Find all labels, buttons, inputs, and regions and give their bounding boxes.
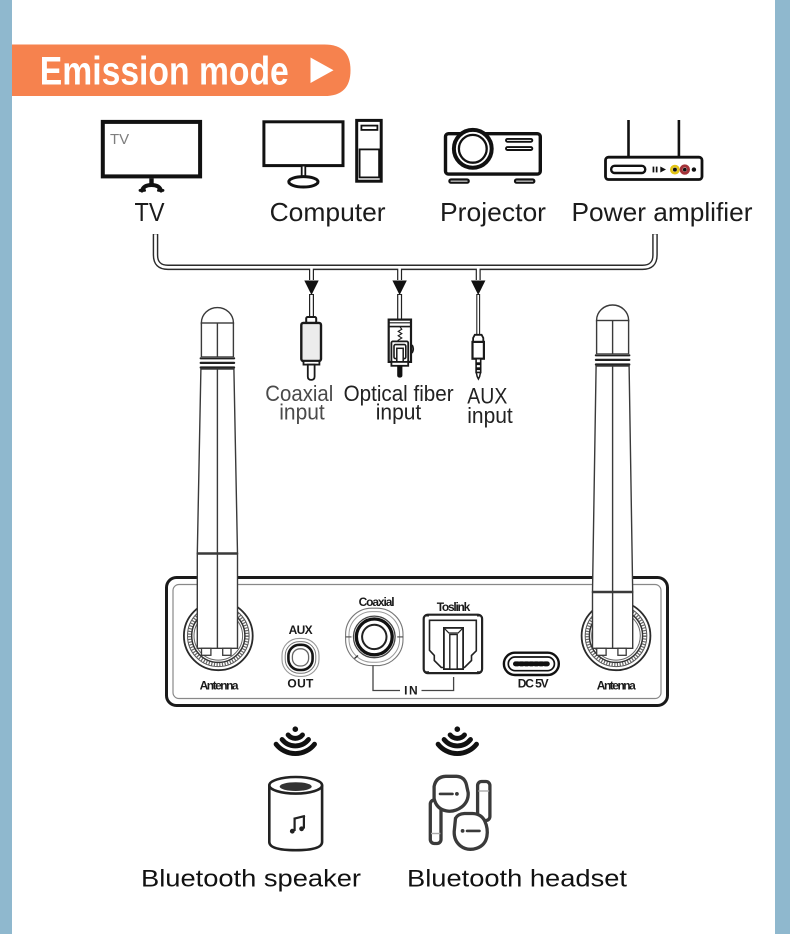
svg-text:Coaxial: Coaxial: [359, 595, 395, 609]
svg-text:Computer: Computer: [270, 197, 386, 227]
svg-text:Coaxial: Coaxial: [265, 381, 333, 406]
svg-text:Optical fiber: Optical fiber: [344, 381, 454, 406]
svg-text:Power amplifier: Power amplifier: [572, 197, 753, 227]
svg-text:Antenna: Antenna: [200, 679, 239, 693]
svg-text:AUX: AUX: [289, 623, 313, 637]
svg-text:input: input: [279, 400, 325, 425]
svg-text:OUT: OUT: [287, 676, 314, 690]
svg-text:Bluetooth headset: Bluetooth headset: [407, 866, 627, 893]
svg-text:Bluetooth speaker: Bluetooth speaker: [141, 866, 361, 893]
svg-text:Emission mode: Emission mode: [40, 50, 289, 94]
svg-text:Toslink: Toslink: [437, 600, 471, 614]
svg-text:Antenna: Antenna: [597, 679, 636, 693]
svg-text:IN: IN: [404, 684, 418, 698]
svg-text:input: input: [467, 403, 513, 428]
svg-text:TV: TV: [135, 197, 166, 227]
svg-text:TV: TV: [110, 131, 129, 148]
svg-text:input: input: [376, 400, 422, 425]
svg-text:DC 5V: DC 5V: [518, 677, 549, 691]
svg-text:Projector: Projector: [440, 197, 546, 227]
svg-text:AUX: AUX: [467, 384, 507, 409]
